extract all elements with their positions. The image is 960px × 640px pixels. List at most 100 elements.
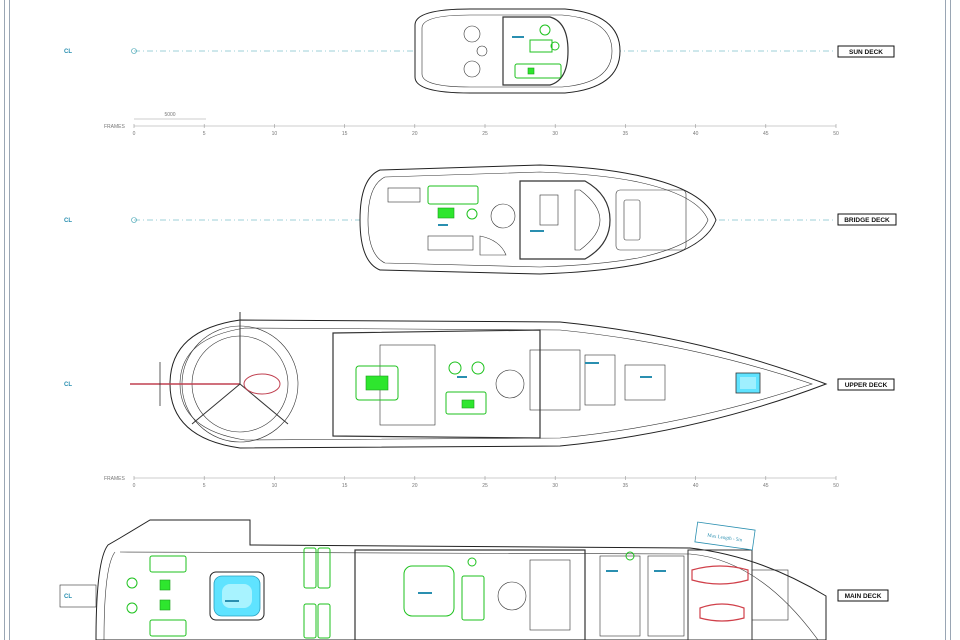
main-deck-guest-cabin-2 bbox=[647, 555, 685, 637]
left-border-line-inner bbox=[9, 0, 10, 640]
frame-tick-label: 20 bbox=[412, 483, 418, 489]
upper-salon bbox=[332, 329, 541, 439]
upper-deck-label: UPPER DECK bbox=[845, 382, 888, 389]
tender-boat bbox=[691, 565, 749, 585]
bridge-deck-table bbox=[437, 207, 455, 219]
main-deck-pool-water bbox=[222, 584, 252, 608]
frame-tick-label: 15 bbox=[342, 483, 348, 489]
main-deck-aft-sofa bbox=[149, 555, 187, 573]
frame-tick-label: 25 bbox=[482, 131, 488, 137]
main-deck-pool-surround bbox=[209, 571, 265, 621]
upper-deck-coffee-table bbox=[461, 399, 475, 409]
sun-deck-label-box bbox=[837, 45, 895, 58]
bridge-console bbox=[574, 189, 601, 251]
upper-deck-bulwark bbox=[179, 327, 813, 441]
sun-deck-bulwark bbox=[421, 14, 613, 88]
main-room-tag-4 bbox=[654, 570, 666, 572]
frame-tick-label: 40 bbox=[693, 483, 699, 489]
main-deck-aft-chair bbox=[126, 577, 138, 589]
bridge-foredeck-seating bbox=[615, 189, 687, 251]
main-deck-sunbed-3 bbox=[303, 603, 317, 639]
sun-deck-sofa bbox=[514, 63, 562, 79]
upper-deck-dining-table bbox=[355, 365, 399, 401]
frame-tick-label: 25 bbox=[482, 483, 488, 489]
centerline-label: CL bbox=[64, 218, 72, 224]
max-length-text: Max Length - 5m bbox=[707, 534, 743, 544]
main-deck-aft-table-2 bbox=[159, 599, 171, 611]
main-deck-sunbed-2 bbox=[317, 547, 331, 589]
main-salon-sofa bbox=[403, 565, 455, 617]
frame-tick-label: 35 bbox=[623, 483, 629, 489]
upper-deck-spiral-stair bbox=[495, 369, 525, 399]
frame-tick-label: 50 bbox=[833, 483, 839, 489]
frames-label: FRAMES bbox=[104, 476, 126, 482]
sun-deck-cushion bbox=[527, 67, 535, 75]
max-length-callout bbox=[694, 521, 756, 551]
bridge-wheelhouse bbox=[519, 180, 611, 260]
upper-deck-pool-water bbox=[740, 377, 756, 389]
upper-deck-table-top bbox=[365, 375, 389, 391]
bridge-deck-spiral-stair bbox=[490, 203, 516, 229]
main-deck-galley bbox=[529, 559, 571, 631]
frame-tick-label: 5 bbox=[203, 483, 206, 489]
bridge-deck-bulwark bbox=[367, 171, 709, 268]
bridge-deck-label: BRIDGE DECK bbox=[844, 217, 890, 224]
main-room-tag bbox=[225, 600, 239, 602]
frame-tick-label: 30 bbox=[552, 483, 558, 489]
bridge-deck-stair-3 bbox=[479, 235, 507, 256]
bridge-deck-label-box bbox=[837, 213, 897, 226]
bridge-room-tag bbox=[438, 224, 448, 226]
sun-deck-mast bbox=[476, 45, 488, 57]
bridge-foredeck-lounge bbox=[623, 199, 641, 241]
frame-tick-label: 5 bbox=[203, 131, 206, 137]
main-dining-table bbox=[461, 575, 485, 621]
frame-tick-label: 10 bbox=[272, 131, 278, 137]
frame-tick-label: 20 bbox=[412, 131, 418, 137]
bridge-room-tag-2 bbox=[530, 230, 544, 232]
tender-jetski bbox=[699, 603, 745, 622]
centerline-label: CL bbox=[64, 49, 72, 55]
centerline-marker bbox=[131, 217, 137, 223]
main-deck-hull bbox=[95, 519, 827, 640]
bridge-deck-cabin bbox=[539, 194, 559, 226]
left-border-line bbox=[4, 0, 5, 640]
frame-tick-label: 10 bbox=[272, 483, 278, 489]
centerline-label: CL bbox=[64, 594, 72, 600]
frame-tick-label: 0 bbox=[133, 483, 136, 489]
frame-tick-label: 15 bbox=[342, 131, 348, 137]
main-deck-aft-sofa-2 bbox=[149, 619, 187, 637]
main-deck-label: MAIN DECK bbox=[845, 593, 882, 600]
upper-deck-cabin bbox=[584, 354, 616, 406]
main-deck-chair bbox=[625, 551, 635, 561]
sun-deck-table bbox=[529, 39, 553, 53]
sun-deck-daybed bbox=[463, 60, 481, 78]
sun-deck-jacuzzi bbox=[463, 25, 481, 43]
upper-deck-galley bbox=[529, 349, 581, 411]
main-deck-aft-table bbox=[159, 579, 171, 591]
helicopter bbox=[130, 312, 289, 425]
bridge-deck-sofa bbox=[427, 185, 479, 205]
upper-room-tag-3 bbox=[640, 376, 652, 378]
main-dining-chair bbox=[467, 557, 477, 567]
upper-deck-chair-2 bbox=[471, 361, 485, 375]
main-deck-guest-cabin bbox=[599, 555, 641, 637]
upper-room-tag bbox=[457, 376, 467, 378]
upper-deck: CL UPPER DECK bbox=[64, 312, 895, 449]
main-room-tag-2 bbox=[418, 592, 432, 594]
scale-bar-label: 5000 bbox=[164, 112, 175, 118]
upper-deck-owner-suite bbox=[624, 364, 666, 401]
upper-deck-label-box bbox=[837, 378, 895, 391]
bridge-deck-chair bbox=[466, 208, 478, 220]
frame-tick-label: 35 bbox=[623, 131, 629, 137]
main-deck-swim-platform bbox=[59, 584, 97, 608]
main-deck-aft-chair-2 bbox=[126, 602, 138, 614]
main-deck-label-box bbox=[837, 589, 889, 602]
frame-tick-label: 40 bbox=[693, 131, 699, 137]
main-deck-spiral-stair bbox=[497, 581, 527, 611]
main-salon bbox=[354, 549, 586, 640]
main-deck: CL Max Length - 5m bbox=[59, 519, 889, 640]
main-room-tag-3 bbox=[606, 570, 618, 572]
